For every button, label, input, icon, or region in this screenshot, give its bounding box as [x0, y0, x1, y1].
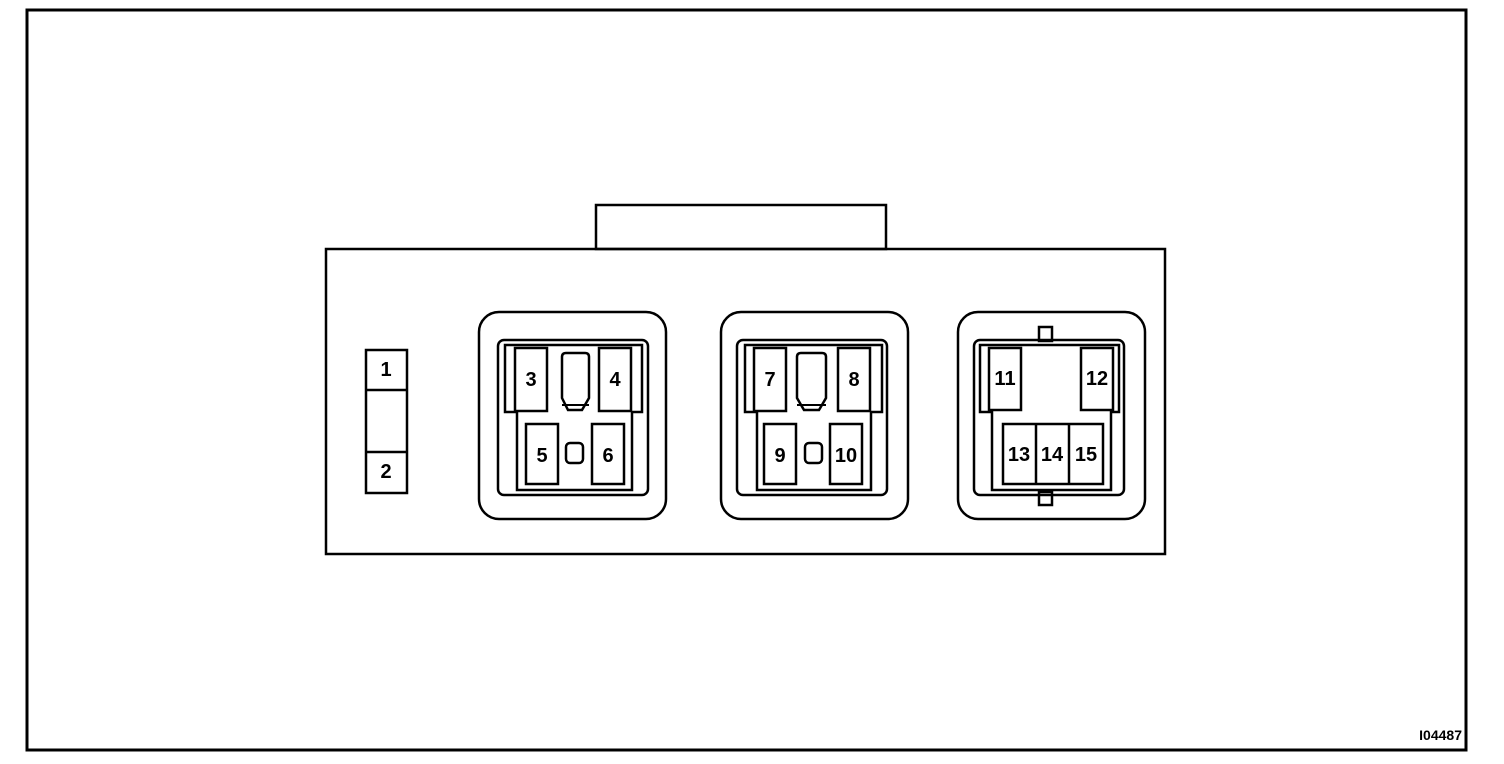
terminal-14: 14 — [1041, 444, 1064, 466]
terminal-11: 11 — [994, 368, 1015, 390]
terminal-5: 5 — [536, 445, 547, 467]
connector-tab — [594, 203, 888, 251]
terminal-10: 10 — [835, 445, 857, 467]
socket-b: 7 8 9 10 — [719, 310, 910, 521]
connector-body — [324, 203, 1167, 556]
terminal-group-1-2: 1 2 — [364, 348, 409, 495]
terminal-8: 8 — [848, 369, 859, 391]
terminal-4: 4 — [609, 369, 621, 391]
terminal-1: 1 — [380, 359, 391, 381]
terminal-3: 3 — [525, 369, 536, 391]
terminal-12: 12 — [1086, 368, 1108, 390]
terminal-15: 15 — [1075, 444, 1097, 466]
terminal-9: 9 — [774, 445, 785, 467]
terminal-13: 13 — [1008, 444, 1030, 466]
socket-a: 3 4 5 6 — [477, 310, 668, 521]
figure-frame — [25, 8, 1468, 752]
terminal-7: 7 — [764, 369, 775, 391]
figure-id: I04487 — [1419, 727, 1462, 743]
connector-housing — [324, 247, 1167, 556]
terminal-6: 6 — [602, 445, 613, 467]
terminal-2: 2 — [380, 461, 391, 483]
socket-c: 11 12 13 14 15 — [956, 310, 1147, 521]
